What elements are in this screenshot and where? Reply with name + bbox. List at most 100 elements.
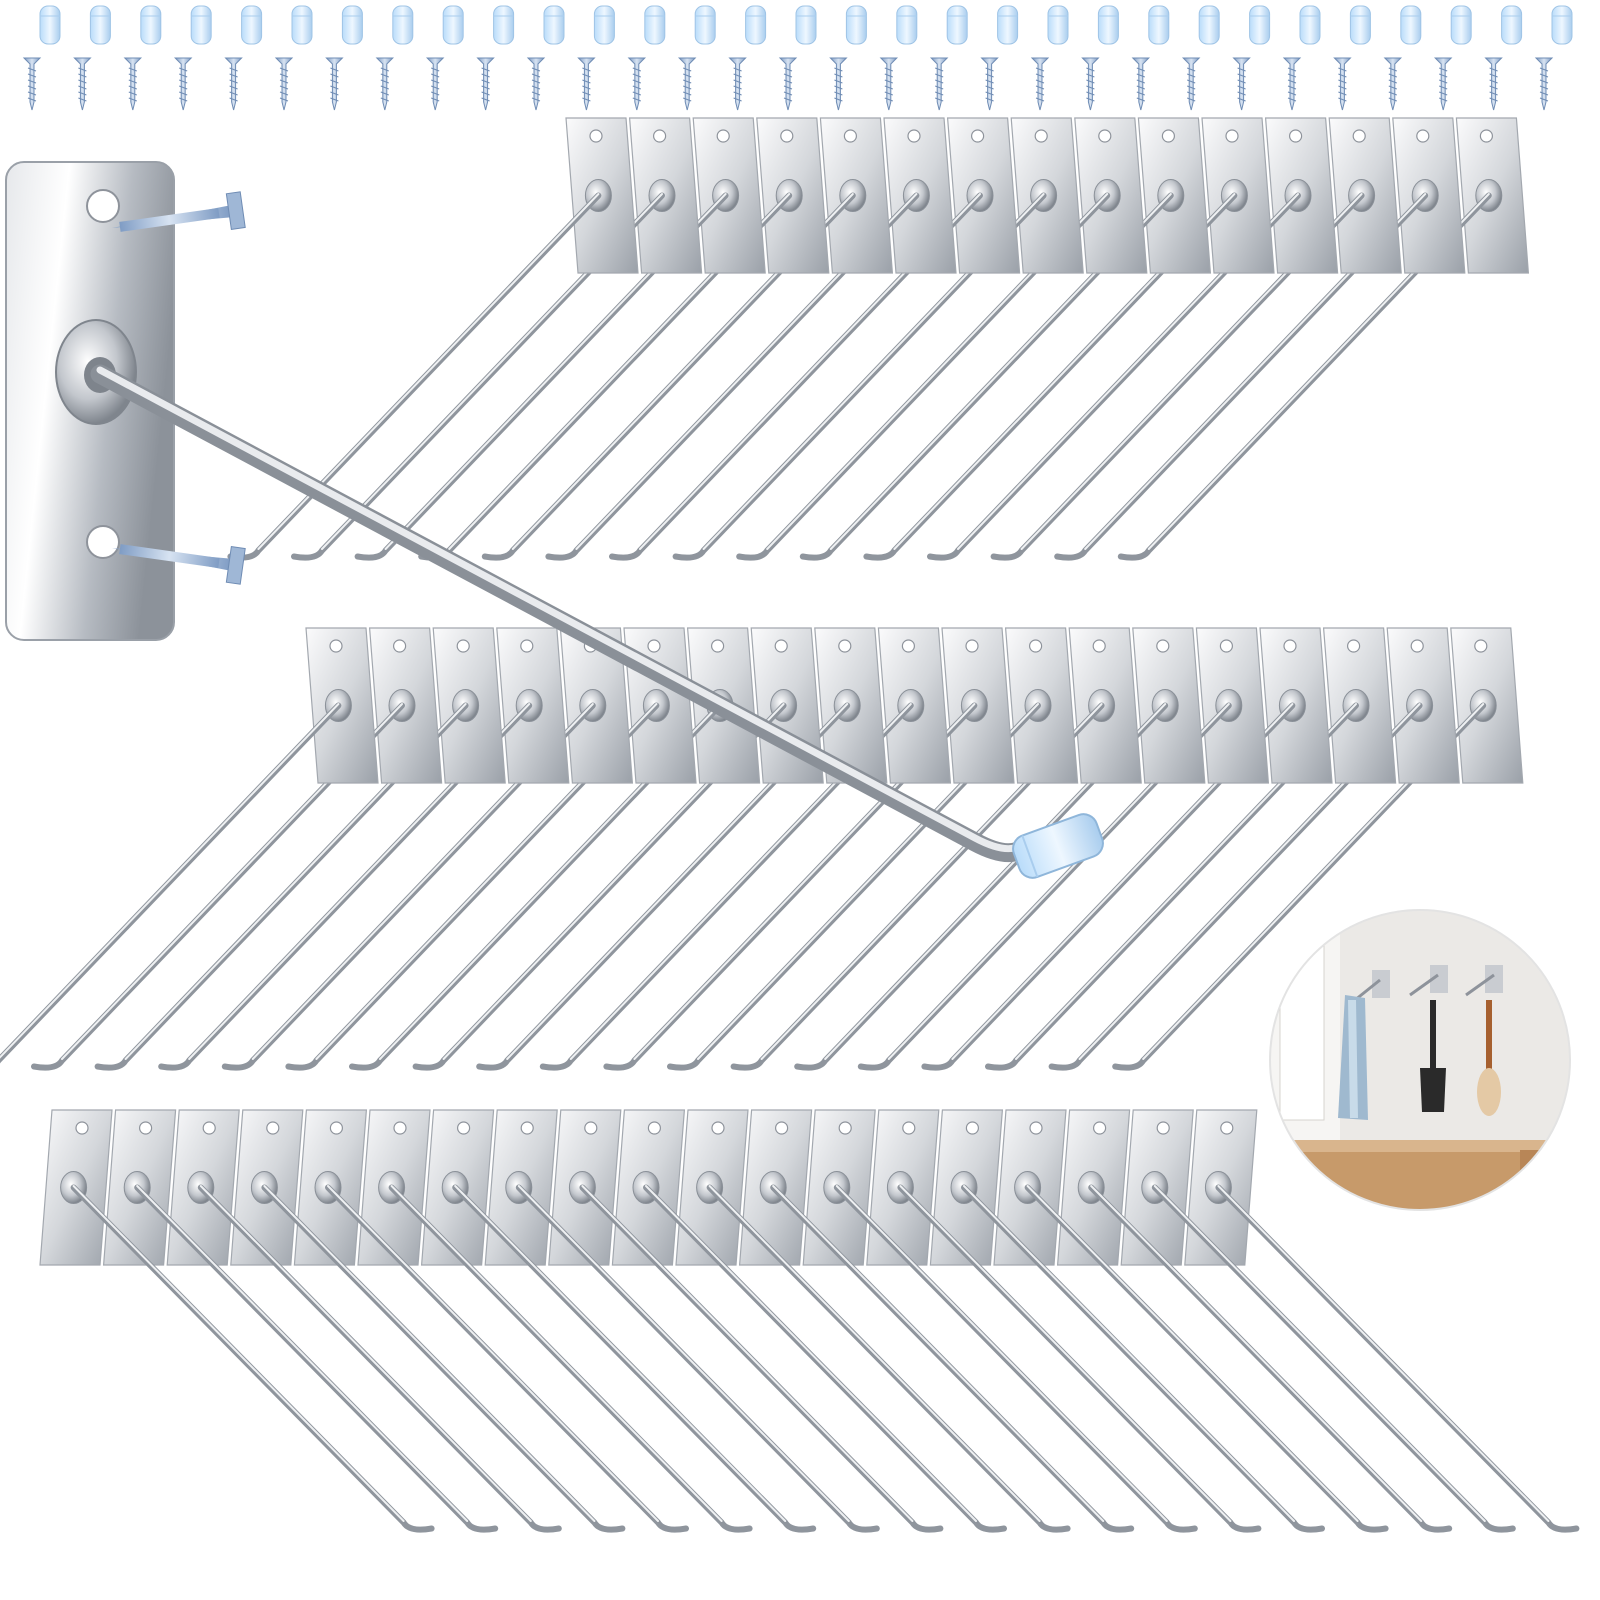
- hook-icon: [799, 117, 1212, 561]
- hook-icon: [866, 1109, 1262, 1533]
- end-cap-icon: [1148, 5, 1170, 45]
- end-cap-icon: [946, 5, 968, 45]
- hook-icon: [927, 117, 1339, 561]
- end-cap-icon: [39, 5, 61, 45]
- end-cap-icon: [291, 5, 313, 45]
- hook-icon: [675, 1109, 1071, 1533]
- end-cap-icon: [140, 5, 162, 45]
- hook-icon: [985, 627, 1397, 1071]
- end-cap-icon: [190, 5, 212, 45]
- screw-icon: [325, 57, 344, 111]
- hook-row-bottom: [39, 1109, 1580, 1533]
- screw-icon: [778, 57, 798, 111]
- end-cap-icon: [1349, 5, 1371, 45]
- screw-icon: [224, 57, 243, 111]
- featured-hook: [5, 161, 1104, 879]
- hook-icon: [166, 1109, 562, 1533]
- end-cap-icon: [1551, 5, 1573, 45]
- screw-icon: [173, 57, 193, 111]
- end-cap-icon: [997, 5, 1019, 45]
- screw-icon: [1433, 57, 1453, 111]
- end-cap-icon: [694, 5, 716, 45]
- hook-icon: [484, 1109, 880, 1533]
- hook-icon: [738, 1109, 1135, 1533]
- screw-icon: [22, 57, 42, 111]
- end-cap-icon: [1097, 5, 1119, 45]
- hook-icon: [291, 117, 703, 561]
- hook-icon: [929, 1109, 1325, 1533]
- screw-icon: [476, 57, 495, 111]
- end-cap-icon: [1501, 5, 1523, 45]
- screw-icon: [1131, 57, 1151, 111]
- end-cap-icon: [241, 5, 263, 45]
- screw-icon: [1181, 57, 1201, 111]
- end-cap-icon: [745, 5, 767, 45]
- hook-icon: [420, 1109, 817, 1533]
- screw-icon: [929, 57, 949, 111]
- screw-icon: [112, 544, 246, 585]
- screw-icon: [112, 191, 246, 232]
- hook-icon: [1184, 1109, 1580, 1533]
- screw-icon: [1282, 57, 1302, 111]
- end-cap-icon: [845, 5, 867, 45]
- hardware-row: [22, 5, 1573, 111]
- end-cap-icon: [1047, 5, 1069, 45]
- hook-icon: [730, 627, 1142, 1071]
- hook-icon: [857, 627, 1270, 1071]
- hook-icon: [545, 117, 957, 561]
- screw-icon: [1030, 57, 1050, 111]
- screw-icon: [526, 57, 546, 111]
- screw-icon: [425, 57, 445, 111]
- hook-icon: [548, 1109, 944, 1533]
- screw-icon: [627, 57, 647, 111]
- hook-icon: [993, 1109, 1389, 1533]
- screw-icon: [123, 57, 143, 111]
- hook-icon: [476, 627, 888, 1071]
- end-cap-icon: [1400, 5, 1422, 45]
- hook-icon: [31, 627, 443, 1071]
- screw-icon: [1333, 57, 1352, 111]
- end-cap-icon: [543, 5, 565, 45]
- end-cap-icon: [89, 5, 111, 45]
- hook-icon: [1056, 1109, 1453, 1533]
- hook-icon: [863, 117, 1275, 561]
- screw-icon: [980, 57, 999, 111]
- end-cap-icon: [1249, 5, 1271, 45]
- screw-icon: [1081, 57, 1100, 111]
- hook-icon: [354, 117, 766, 561]
- hook-icon: [1120, 1109, 1516, 1533]
- plate-hole-bottom: [86, 525, 120, 559]
- screw-icon: [375, 57, 395, 111]
- hook-icon: [102, 1109, 499, 1533]
- hook-icon: [293, 1109, 689, 1533]
- end-cap-icon: [493, 5, 515, 45]
- hook-icon: [921, 627, 1333, 1071]
- end-cap-icon: [1198, 5, 1220, 45]
- screw-icon: [677, 57, 697, 111]
- end-cap-icon: [795, 5, 817, 45]
- screw-icon: [1383, 57, 1403, 111]
- hook-icon: [611, 1109, 1007, 1533]
- end-cap-icon: [392, 5, 414, 45]
- hook-icon: [230, 1109, 626, 1533]
- screw-icon: [274, 57, 294, 111]
- screw-icon: [728, 57, 747, 111]
- screw-icon: [1232, 57, 1251, 111]
- end-cap-icon: [593, 5, 615, 45]
- screw-icon: [829, 57, 848, 111]
- screw-icon: [1484, 57, 1503, 111]
- screw-icon: [577, 57, 596, 111]
- end-cap-icon: [1299, 5, 1321, 45]
- screw-icon: [879, 57, 899, 111]
- brush-icon: [1486, 1000, 1492, 1070]
- plate-hole-top: [86, 189, 120, 223]
- hook-icon: [539, 627, 952, 1071]
- end-cap-icon: [896, 5, 918, 45]
- hook-icon: [990, 117, 1402, 561]
- end-cap-icon: [1012, 813, 1104, 879]
- hook-row-top: [227, 117, 1530, 561]
- screw-icon: [73, 57, 92, 111]
- hook-row-middle: [0, 627, 1524, 1071]
- hook-icon: [39, 1109, 435, 1533]
